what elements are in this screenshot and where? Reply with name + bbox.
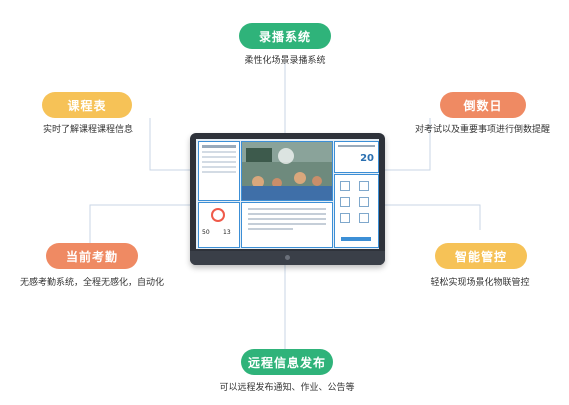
countdown-title: 倒数日 [463,98,503,113]
schedule-pill: 课程表 [42,92,132,118]
line-top-left [149,118,192,171]
recording-pill: 录播系统 [239,23,331,49]
schedule-header-bar [202,145,236,148]
recording-title: 录播系统 [258,29,311,44]
attendance-pill: 当前考勤 [46,243,138,269]
notice-panel [241,202,333,248]
schedule-panel [198,141,240,201]
line-bottom-right [383,204,481,230]
recording-video-panel [241,141,333,201]
smart-control-panel [334,174,379,248]
camera-dot [285,255,290,260]
countdown-panel: 20 [334,141,379,173]
schedule-desc: 实时了解课程课程信息 [42,125,133,135]
smart-control-title: 智能管控 [454,249,507,264]
attendance-number-1: 50 [202,229,210,236]
recording-desc: 柔性化场景录播系统 [244,56,326,66]
attendance-desc: 无感考勤系统，全程无感化，自动化 [19,278,164,288]
attendance-ring [211,208,225,222]
remote-publish-pill: 远程信息发布 [241,349,333,375]
attendance-panel: 50 13 [198,202,240,248]
line-top-right [383,118,431,171]
smart-control-pill: 智能管控 [435,243,527,269]
device-bezel-bottom [190,251,385,265]
classroom-display-device: 20 50 13 [190,133,385,265]
countdown-number: 20 [360,153,374,164]
remote-publish-desc: 可以远程发布通知、作业、公告等 [219,383,355,393]
remote-publish-title: 远程信息发布 [247,355,326,370]
device-screen: 20 50 13 [196,139,379,249]
attendance-number-2: 13 [223,229,231,236]
countdown-pill: 倒数日 [440,92,526,118]
attendance-title: 当前考勤 [65,249,118,264]
smart-control-desc: 轻松实现场景化物联管控 [430,278,530,288]
schedule-title: 课程表 [67,98,107,113]
countdown-desc: 对考试以及重要事项进行倒数提醒 [414,125,550,135]
